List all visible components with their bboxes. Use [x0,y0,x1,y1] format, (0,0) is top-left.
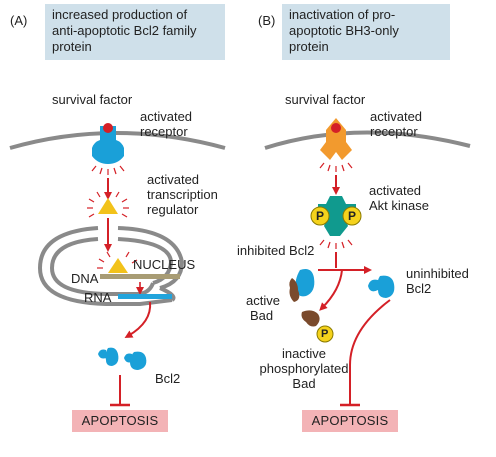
panel-b-title-line-2: apoptotic BH3-only [289,23,399,38]
phosphate-akt-1 [310,206,330,226]
label-akt-2: Akt kinase [369,198,429,213]
label-activated-receptor-a-1: activated [140,109,193,124]
panel-b-title-line-1: inactivation of pro- [289,7,396,22]
phosphate-akt-2 [342,206,362,226]
label-inactive-bad-2: phosphorylated [259,361,349,376]
panel-a-title-line-3: protein [52,39,92,54]
label-bcl2-a: Bcl2 [155,371,181,386]
activation-burst-receptor-b [319,162,353,172]
phosphate-bad-label: P [321,328,329,340]
activation-burst-receptor-a [91,165,125,175]
activated-receptor-a [92,123,124,164]
panel-b-title: inactivation of pro- apoptotic BH3-only … [282,4,450,60]
bcl2-protein-a2 [124,351,147,370]
panel-a-letter: (A) [10,13,28,28]
membrane-b [264,130,471,150]
label-tf-2: transcription [147,187,218,202]
panel-a-title-line-1: increased production of [52,7,188,22]
label-inactive-bad-3: Bad [292,376,316,391]
bcl2-protein-a1 [98,347,119,366]
label-inhibited-bcl2: inhibited Bcl2 [237,243,315,258]
bound-transcription-regulator [108,258,128,273]
panel-a-title: increased production of anti-apoptotic B… [45,4,225,60]
label-uninhibited-bcl2-1: uninhibited [406,266,469,281]
apoptosis-box-a: APOPTOSIS [72,410,168,432]
label-rna: RNA [84,290,112,305]
panel-a-title-line-2: anti-apoptotic Bcl2 family [52,23,197,38]
label-uninhibited-bcl2-2: Bcl2 [406,281,432,296]
arrow-to-phosphorylated-bad [319,269,343,311]
activation-burst-tf-a [87,191,129,218]
panel-b-letter: (B) [258,13,276,28]
label-activated-receptor-a-2: receptor [140,124,188,139]
label-survival-factor-a: survival factor [52,92,133,107]
label-active-bad-2: Bad [250,308,274,323]
survival-factor-ligand-b [331,123,341,133]
activated-receptor-b [320,118,352,160]
label-tf-3: regulator [147,202,199,217]
label-activated-receptor-b-1: activated [370,109,423,124]
bcl2-bad-complex [289,269,315,302]
bcl2-protein-uninhibited [368,275,395,298]
label-inactive-bad-1: inactive [281,346,327,361]
label-dna: DNA [71,271,99,286]
phosphorylated-bad [301,310,320,327]
activation-burst-akt [319,239,353,249]
inhibition-line-b [349,299,391,405]
label-active-bad-1: active [246,293,280,308]
phosphate-bad [316,325,334,343]
label-tf-1: activated [147,172,200,187]
akt-kinase [318,196,356,236]
apoptosis-box-b: APOPTOSIS [302,410,398,432]
panel-b-title-line-3: protein [289,39,329,54]
label-activated-receptor-b-2: receptor [370,124,418,139]
rna-bar [118,294,172,299]
arrow-rna-to-bcl2 [124,301,152,339]
phosphate-akt-1-label: P [316,209,325,223]
label-akt-1: activated [369,183,422,198]
membrane-a [9,131,226,150]
dna-bar [100,274,180,279]
phosphate-akt-2-label: P [348,209,357,223]
transcription-regulator-a [98,198,118,214]
activation-burst-bound-tf [97,251,138,269]
survival-factor-ligand-a [103,123,113,133]
label-survival-factor-b: survival factor [285,92,366,107]
label-nucleus: NUCLEUS [133,257,196,272]
